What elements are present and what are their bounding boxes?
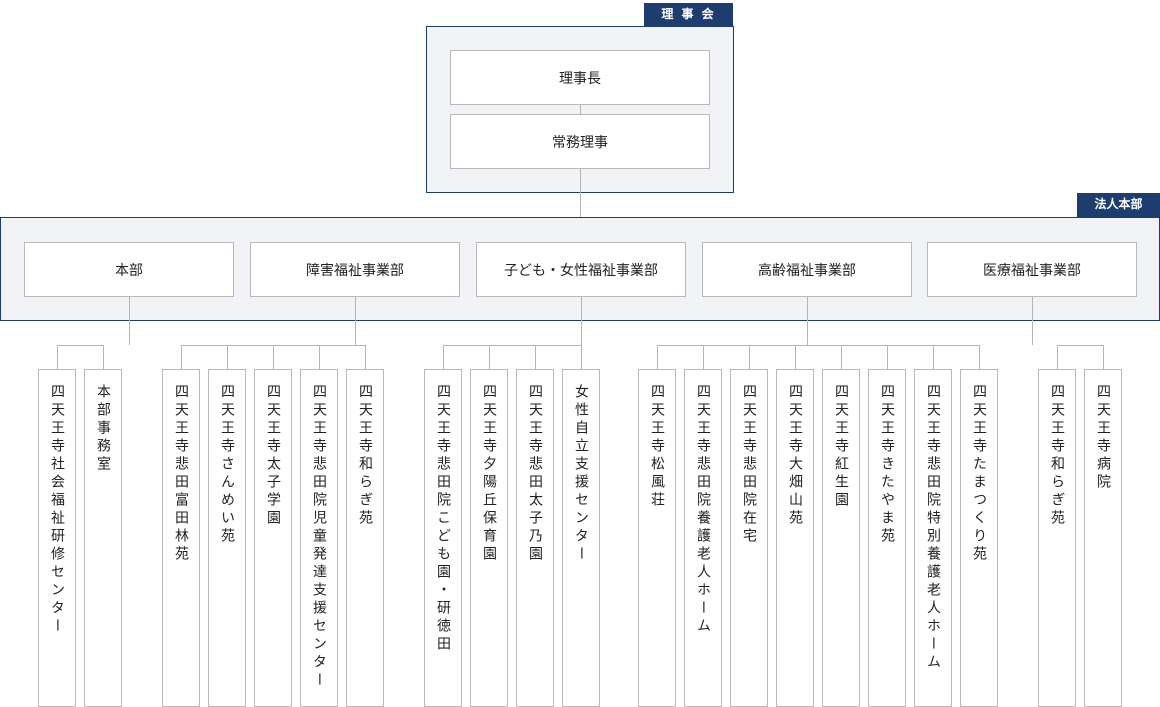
facility-box[interactable]: 四天王寺悲田富田林苑	[162, 369, 200, 707]
connector	[319, 345, 320, 369]
connector	[443, 345, 444, 369]
connector	[273, 345, 274, 369]
division-box[interactable]: 医療福祉事業部	[927, 242, 1137, 297]
facility-box[interactable]: 四天王寺悲田院特別養護老人ホーム	[914, 369, 952, 707]
connector	[887, 345, 888, 369]
facility-box[interactable]: 四天王寺悲田院在宅	[730, 369, 768, 707]
chairman-box[interactable]: 理事長	[450, 50, 710, 105]
division-box[interactable]: 本部	[24, 242, 234, 297]
connector	[57, 345, 104, 346]
connector	[979, 345, 980, 369]
connector	[1103, 345, 1104, 369]
facility-box[interactable]: 四天王寺さんめい苑	[208, 369, 246, 707]
facility-box[interactable]: 四天王寺紅生園	[822, 369, 860, 707]
connector	[1057, 345, 1104, 346]
facility-box[interactable]: 四天王寺きたやま苑	[868, 369, 906, 707]
division-box[interactable]: 子ども・女性福祉事業部	[476, 242, 686, 297]
connector	[657, 345, 980, 346]
facility-box[interactable]: 四天王寺たまつくり苑	[960, 369, 998, 707]
facility-box[interactable]: 四天王寺病院	[1084, 369, 1122, 707]
facility-box[interactable]: 四天王寺和らぎ苑	[346, 369, 384, 707]
facility-box[interactable]: 四天王寺夕陽丘保育園	[470, 369, 508, 707]
facility-box[interactable]: 四天王寺悲田太子乃園	[516, 369, 554, 707]
facility-box[interactable]: 四天王寺社会福祉研修センター	[38, 369, 76, 707]
connector	[933, 345, 934, 369]
connector	[57, 345, 58, 369]
connector	[657, 345, 658, 369]
connector	[703, 345, 704, 369]
connector	[227, 345, 228, 369]
connector	[749, 345, 750, 369]
facility-box[interactable]: 四天王寺太子学園	[254, 369, 292, 707]
hq-tag: 法人本部	[1077, 193, 1160, 217]
connector	[841, 345, 842, 369]
facility-box[interactable]: 四天王寺悲田院児童発達支援センター	[300, 369, 338, 707]
connector	[1057, 345, 1058, 369]
connector	[795, 345, 796, 369]
connector	[535, 345, 536, 369]
division-box[interactable]: 高齢福祉事業部	[702, 242, 912, 297]
director-box[interactable]: 常務理事	[450, 114, 710, 169]
connector	[355, 297, 356, 345]
connector	[581, 297, 582, 345]
connector	[103, 345, 104, 369]
connector	[581, 345, 582, 369]
connector	[129, 297, 130, 345]
connector	[1032, 297, 1033, 345]
facility-box[interactable]: 四天王寺和らぎ苑	[1038, 369, 1076, 707]
facility-box[interactable]: 本部事務室	[84, 369, 122, 707]
facility-box[interactable]: 四天王寺悲田院こども園・研徳田	[424, 369, 462, 707]
facility-box[interactable]: 四天王寺悲田院養護老人ホーム	[684, 369, 722, 707]
connector	[807, 297, 808, 345]
connector	[580, 169, 581, 218]
connector	[580, 105, 581, 114]
connector	[489, 345, 490, 369]
division-box[interactable]: 障害福祉事業部	[250, 242, 460, 297]
facility-box[interactable]: 四天王寺大畑山苑	[776, 369, 814, 707]
facility-box[interactable]: 四天王寺松風荘	[638, 369, 676, 707]
connector	[365, 345, 366, 369]
connector	[443, 345, 582, 346]
facility-box[interactable]: 女性自立支援センター	[562, 369, 600, 707]
board-tag: 理 事 会	[644, 3, 733, 27]
connector	[181, 345, 182, 369]
